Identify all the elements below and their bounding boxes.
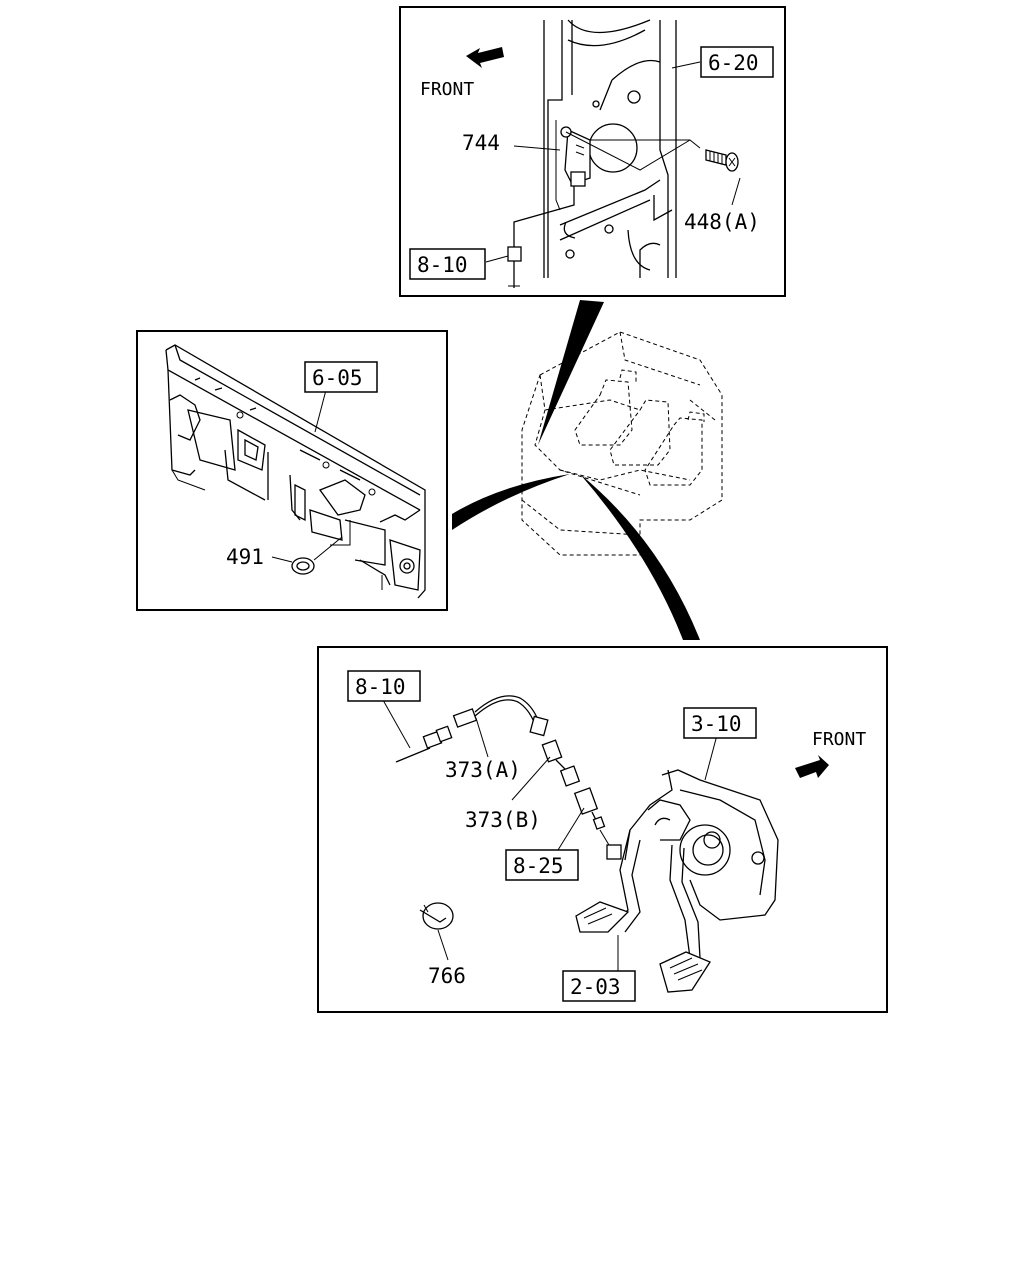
harness-373a xyxy=(395,695,549,763)
ref-box-8-25 xyxy=(505,849,579,881)
leader-8-10-bottom xyxy=(382,699,411,749)
ref-6-05: 6-05 xyxy=(312,366,363,390)
part-label-766: 766 xyxy=(428,964,466,988)
leader-8-25 xyxy=(557,807,585,851)
clip-766 xyxy=(419,902,454,930)
part-label-491: 491 xyxy=(226,545,264,569)
ref-box-6-05 xyxy=(304,361,378,393)
pointer-wedge-left xyxy=(452,474,570,530)
left-detail-panel: 6-05 491 xyxy=(136,330,448,611)
bolt-448a xyxy=(705,149,739,172)
pedal-assembly xyxy=(575,769,779,993)
vehicle-cab-overview xyxy=(521,331,723,556)
part-744-switch xyxy=(560,126,591,187)
leader-373a xyxy=(475,717,489,758)
pointer-wedge-bottom xyxy=(580,474,700,640)
ref-box-8-10-top xyxy=(409,248,486,280)
leader-491 xyxy=(271,556,293,563)
ref-box-8-10-bottom xyxy=(347,670,421,702)
front-label-bottom: FRONT xyxy=(812,729,866,750)
leader-6-20 xyxy=(671,61,701,69)
switch-wire xyxy=(513,186,575,248)
left-panel-frame xyxy=(136,330,448,611)
part-label-448a: 448(A) xyxy=(684,210,760,234)
harness-373b xyxy=(541,739,581,787)
ref-6-20: 6-20 xyxy=(708,51,759,75)
ref-8-10-top: 8-10 xyxy=(417,253,468,277)
leader-6-05 xyxy=(314,389,327,433)
front-label-top: FRONT xyxy=(420,79,474,100)
ref-8-25: 8-25 xyxy=(513,854,564,878)
pedal-switch xyxy=(606,844,622,860)
connector-8-25 xyxy=(573,787,613,851)
part-label-373a: 373(A) xyxy=(445,758,521,782)
top-detail-panel: FRONT 6-20 744 448(A) 8-10 xyxy=(399,6,786,297)
ref-8-10-bottom: 8-10 xyxy=(355,675,406,699)
front-arrow-icon-bottom xyxy=(795,755,829,778)
dash-panel-structure xyxy=(165,344,426,599)
leader-766 xyxy=(437,929,449,961)
leader-3-10 xyxy=(704,734,718,781)
ref-2-03: 2-03 xyxy=(570,975,621,999)
leader-744 xyxy=(513,145,561,151)
grommet-491 xyxy=(291,557,315,575)
ref-box-3-10 xyxy=(683,707,757,739)
part-label-373b: 373(B) xyxy=(465,808,541,832)
ref-3-10: 3-10 xyxy=(691,712,742,736)
leader-448a xyxy=(731,177,741,206)
top-panel-frame xyxy=(399,6,786,297)
pillar-structure xyxy=(543,19,677,278)
front-arrow-icon xyxy=(466,47,504,68)
ref-box-6-20 xyxy=(700,46,774,78)
leader-8-10-top xyxy=(485,255,509,263)
leader-373b xyxy=(511,756,551,801)
connector-8-10-top xyxy=(507,246,522,262)
part-label-744: 744 xyxy=(462,131,500,155)
ref-box-2-03 xyxy=(562,970,636,1002)
bottom-panel-frame xyxy=(317,646,888,1013)
bottom-detail-panel: 8-10 373(A) 373(B) 8-25 3-10 FRONT 766 2… xyxy=(317,646,888,1013)
pointer-wedge-top xyxy=(538,300,604,445)
leader-grommet-hole xyxy=(313,536,343,561)
